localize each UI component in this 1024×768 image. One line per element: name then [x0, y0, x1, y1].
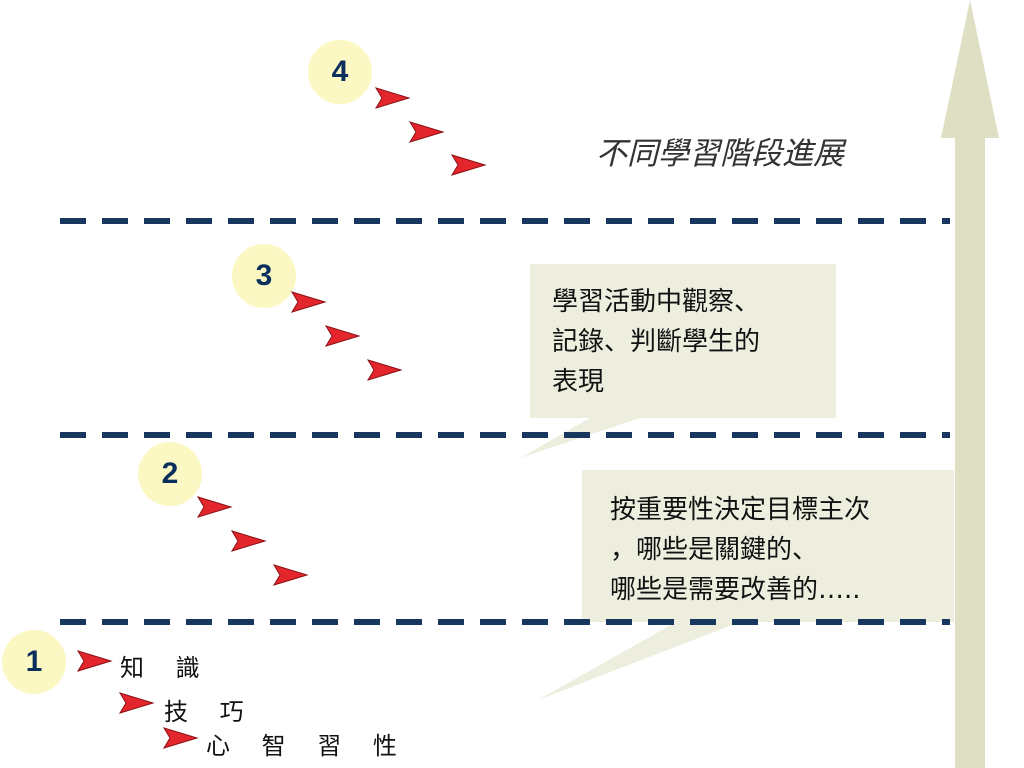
stage-number-1: 1 — [2, 630, 66, 694]
callout-top-line: 記錄、判斷學生的 — [552, 327, 761, 357]
red-pointer-arrow-icon — [450, 154, 487, 176]
callout-bottom-line: 按重要性決定目標主次 — [610, 495, 871, 525]
divider-line-top — [60, 218, 950, 224]
callout-bottom-text: 按重要性決定目標主次 ，哪些是關鍵的、 哪些是需要改善的….. — [610, 490, 870, 610]
callout-top-line: 學習活動中觀察、 — [552, 287, 761, 317]
stage-number-3: 3 — [232, 244, 296, 308]
red-pointer-arrow-icon — [230, 530, 267, 552]
divider-line-middle — [60, 432, 950, 438]
red-pointer-arrow-icon — [76, 650, 113, 672]
callout-bottom-line: ，哪些是關鍵的、 — [610, 535, 819, 565]
red-pointer-arrow-icon — [118, 692, 155, 714]
callout-top-text: 學習活動中觀察、 記錄、判斷學生的 表現 — [552, 282, 760, 402]
red-pointer-arrow-icon — [196, 496, 233, 518]
callout-top-line: 表現 — [552, 367, 605, 397]
callout-bottom-line: 哪些是需要改善的….. — [610, 575, 861, 605]
red-pointer-arrow-icon — [162, 727, 199, 749]
red-pointer-arrow-icon — [324, 325, 361, 347]
stage1-item-knowledge: 知 識 — [120, 654, 212, 682]
diagram-title: 不同學習階段進展 — [596, 136, 844, 172]
stage-number-2: 2 — [138, 442, 202, 506]
stage1-item-habits-of-mind: 心 智 習 性 — [206, 732, 409, 760]
red-pointer-arrow-icon — [290, 291, 327, 313]
divider-line-bottom — [60, 619, 950, 625]
red-pointer-arrow-icon — [366, 359, 403, 381]
stage-number-4: 4 — [308, 40, 372, 104]
red-pointer-arrow-icon — [272, 564, 309, 586]
up-arrow-icon — [941, 0, 999, 768]
red-pointer-arrow-icon — [408, 121, 445, 143]
red-pointer-arrow-icon — [374, 87, 411, 109]
stage1-item-skills: 技 巧 — [164, 698, 256, 726]
